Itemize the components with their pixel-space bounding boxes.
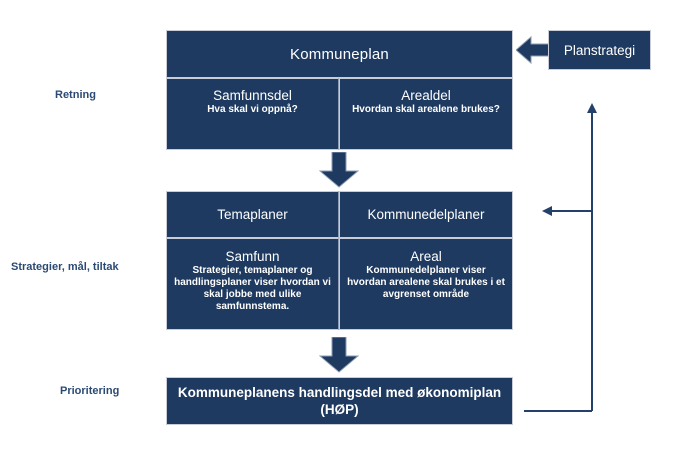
handlingsdel-box: Kommuneplanens handlingsdel med økonomip…	[166, 377, 513, 425]
kommuneplan-header-box: Kommuneplan	[166, 30, 513, 78]
stage-label-prioritering: Prioritering	[60, 385, 120, 397]
kommuneplan-title: Kommuneplan	[290, 45, 389, 63]
areal-cell: Areal Kommunedelplaner viser hvordan are…	[339, 238, 513, 330]
stage-label-retning: Retning	[55, 89, 96, 101]
planstrategi-label: Planstrategi	[563, 42, 636, 58]
feedback-loop-icon	[515, 98, 610, 413]
temaplaner-title: Temaplaner	[217, 207, 288, 222]
planstrategi-box: Planstrategi	[548, 30, 651, 70]
kommunedelplaner-title: Kommunedelplaner	[367, 207, 485, 222]
samfunn-title: Samfunn	[225, 249, 280, 264]
temaplaner-header-box: Temaplaner	[166, 191, 339, 238]
samfunn-cell: Samfunn Strategier, temaplaner og handli…	[166, 238, 339, 330]
samfunnsdel-subtitle: Hva skal vi oppnå?	[207, 104, 298, 115]
kommunedelplaner-header-box: Kommunedelplaner	[339, 191, 513, 238]
arrow-left-icon	[515, 34, 551, 66]
areal-title: Areal	[410, 249, 442, 264]
arrow-down-icon-top	[318, 151, 360, 188]
arealdel-cell: Arealdel Hvordan skal arealene brukes?	[339, 78, 513, 150]
areal-subtitle: Kommunedelplaner viser hvordan arealene …	[347, 265, 505, 300]
samfunnsdel-cell: Samfunnsdel Hva skal vi oppnå?	[166, 78, 339, 150]
stage-label-strategier: Strategier, mål, tiltak	[11, 261, 119, 273]
arrow-down-icon-bottom	[318, 336, 360, 373]
arealdel-subtitle: Hvordan skal arealene brukes?	[352, 104, 500, 115]
samfunn-subtitle: Strategier, temaplaner og handlingsplane…	[174, 265, 331, 312]
arealdel-title: Arealdel	[401, 88, 451, 103]
handlingsdel-title: Kommuneplanens handlingsdel med økonomip…	[177, 385, 502, 417]
samfunnsdel-title: Samfunnsdel	[213, 88, 292, 103]
